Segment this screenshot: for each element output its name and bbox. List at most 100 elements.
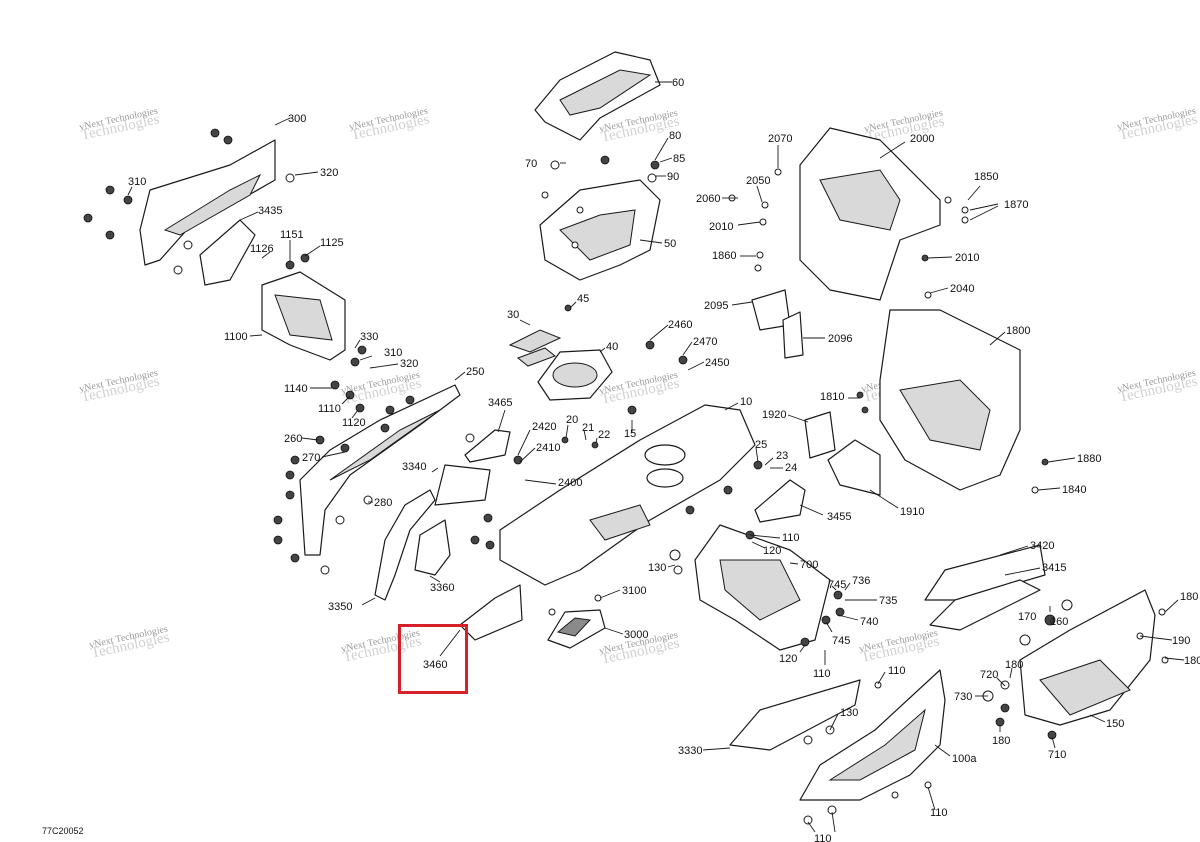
callout-label[interactable]: 1140 <box>284 383 308 395</box>
callout-label[interactable]: 180 <box>992 735 1010 747</box>
callout-label[interactable]: 1860 <box>712 250 736 262</box>
callout-label[interactable]: 740 <box>860 616 878 628</box>
callout-label[interactable]: 100a <box>952 753 977 765</box>
callout-label[interactable]: 3360 <box>430 582 454 594</box>
callout-label[interactable]: 24 <box>785 462 797 474</box>
callout-label[interactable]: 2010 <box>709 221 733 233</box>
callout-label[interactable]: 190 <box>1172 635 1190 647</box>
callout-label[interactable]: 15 <box>624 428 636 440</box>
callout-label[interactable]: 310 <box>384 347 402 359</box>
callout-label[interactable]: 2420 <box>532 421 556 433</box>
callout-label[interactable]: 2400 <box>558 477 582 489</box>
callout-label[interactable]: 110 <box>888 665 906 677</box>
callout-label[interactable]: 40 <box>606 341 618 353</box>
callout-label[interactable]: 300 <box>288 113 306 125</box>
callout-label[interactable]: 720 <box>980 669 998 681</box>
callout-label[interactable]: 170 <box>1018 611 1036 623</box>
callout-label[interactable]: 1110 <box>318 403 341 415</box>
callout-label[interactable]: 710 <box>1048 749 1066 761</box>
callout-label[interactable]: 3455 <box>827 511 851 523</box>
callout-label[interactable]: 90 <box>667 171 679 183</box>
callout-label[interactable]: 110 <box>782 532 800 544</box>
callout-label[interactable]: 2000 <box>910 133 934 145</box>
callout-label[interactable]: 3350 <box>328 601 352 613</box>
part-3340 <box>434 464 491 506</box>
callout-label[interactable]: 1850 <box>974 171 998 183</box>
callout-label[interactable]: 2060 <box>696 193 720 205</box>
callout-label[interactable]: 320 <box>320 167 338 179</box>
callout-label[interactable]: 2070 <box>768 133 792 145</box>
callout-label[interactable]: 1125 <box>320 237 344 249</box>
callout-label[interactable]: 745 <box>832 635 850 647</box>
callout-label[interactable]: 1100 <box>224 331 248 343</box>
callout-label[interactable]: 330 <box>360 331 378 343</box>
callout-label[interactable]: 1120 <box>342 417 366 429</box>
part-300-panel <box>139 139 276 266</box>
callout-label[interactable]: 2010 <box>955 252 979 264</box>
callout-label[interactable]: 20 <box>566 414 578 426</box>
callout-label[interactable]: 1151 <box>280 229 304 241</box>
callout-label[interactable]: 25 <box>755 439 767 451</box>
callout-label[interactable]: 110 <box>813 668 831 680</box>
callout-label[interactable]: 2460 <box>668 319 692 331</box>
callout-label[interactable]: 2450 <box>705 357 729 369</box>
callout-label[interactable]: 736 <box>852 575 870 587</box>
callout-label[interactable]: 80 <box>669 130 681 142</box>
callout-label[interactable]: 1800 <box>1006 325 1030 337</box>
callout-label[interactable]: 110 <box>814 833 832 842</box>
callout-label[interactable]: 60 <box>672 77 684 89</box>
callout-label[interactable]: 70 <box>525 158 537 170</box>
callout-label[interactable]: 10 <box>740 396 752 408</box>
callout-label[interactable]: 50 <box>664 238 676 250</box>
callout-label[interactable]: 180 <box>1005 659 1023 671</box>
callout-label[interactable]: 120 <box>779 653 797 665</box>
callout-label[interactable]: 3330 <box>678 745 702 757</box>
callout-label[interactable]: 22 <box>598 429 610 441</box>
callout-label[interactable]: 130 <box>840 707 858 719</box>
callout-label[interactable]: 1126 <box>250 243 274 255</box>
callout-label[interactable]: 730 <box>954 691 972 703</box>
callout-label[interactable]: 3340 <box>402 461 426 473</box>
callout-label[interactable]: 1920 <box>762 409 786 421</box>
callout-label[interactable]: 130 <box>648 562 666 574</box>
callout-label[interactable]: 180 <box>1180 591 1198 603</box>
callout-label[interactable]: 2096 <box>828 333 852 345</box>
callout-label[interactable]: 3415 <box>1042 562 1066 574</box>
callout-label[interactable]: 260 <box>284 433 302 445</box>
callout-label[interactable]: 2095 <box>704 300 728 312</box>
callout-label[interactable]: 1810 <box>820 391 844 403</box>
callout-label[interactable]: 1840 <box>1062 484 1086 496</box>
callout-label[interactable]: 270 <box>302 452 320 464</box>
callout-label[interactable]: 700 <box>800 559 818 571</box>
callout-label[interactable]: 21 <box>582 422 594 434</box>
callout-label[interactable]: 1880 <box>1077 453 1101 465</box>
callout-label[interactable]: 2040 <box>950 283 974 295</box>
callout-label[interactable]: 320 <box>400 358 418 370</box>
callout-label[interactable]: 3420 <box>1030 540 1054 552</box>
part-outlines <box>139 51 1156 801</box>
callout-label[interactable]: 180 <box>1184 655 1200 667</box>
callout-label[interactable]: 2410 <box>536 442 560 454</box>
callout-label[interactable]: 3435 <box>258 205 282 217</box>
callout-label[interactable]: 30 <box>507 309 519 321</box>
callout-label[interactable]: 3460 <box>423 659 447 671</box>
callout-label[interactable]: 45 <box>577 293 589 305</box>
callout-label[interactable]: 150 <box>1106 718 1124 730</box>
callout-label[interactable]: 1910 <box>900 506 924 518</box>
callout-label[interactable]: 310 <box>128 176 146 188</box>
callout-label[interactable]: 735 <box>879 595 897 607</box>
callout-label[interactable]: 3465 <box>488 397 512 409</box>
callout-label[interactable]: 3100 <box>622 585 646 597</box>
callout-label[interactable]: 120 <box>763 545 781 557</box>
callout-label[interactable]: 745 <box>828 579 846 591</box>
callout-label[interactable]: 110 <box>930 807 948 819</box>
callout-label[interactable]: 3000 <box>624 629 648 641</box>
callout-label[interactable]: 250 <box>466 366 484 378</box>
callout-label[interactable]: 1870 <box>1004 199 1028 211</box>
callout-label[interactable]: 2050 <box>746 175 770 187</box>
callout-label[interactable]: 23 <box>776 450 788 462</box>
callout-label[interactable]: 160 <box>1050 616 1068 628</box>
callout-label[interactable]: 85 <box>673 153 685 165</box>
callout-label[interactable]: 2470 <box>693 336 717 348</box>
callout-label[interactable]: 280 <box>374 497 392 509</box>
